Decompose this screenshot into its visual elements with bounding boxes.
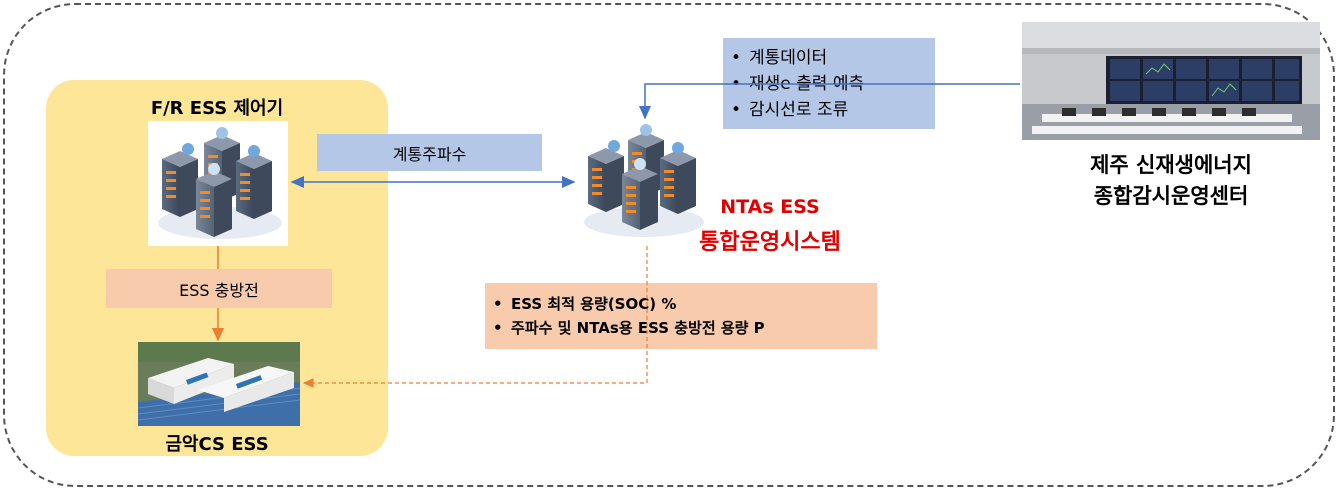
control-center-title-line1: 제주 신재생에너지: [1090, 153, 1252, 177]
control-data-arrow: [639, 83, 1020, 120]
nta-system-title-line2: 통합운영시스템: [699, 230, 841, 255]
ess-capacity-box: ESS 최적 용량(SOC) % 주파수 및 NTAs용 ESS 충방전 용량 …: [485, 283, 877, 349]
control-center-photo: [1022, 22, 1320, 140]
fr-controller-server-image: [148, 121, 288, 246]
capacity-item: ESS 최적 용량(SOC) %: [485, 292, 877, 316]
server-cluster-icon: [584, 124, 704, 237]
grid-data-item: 계통데이터: [723, 45, 935, 71]
control-room-photo: [1022, 22, 1320, 140]
control-center-title-line2: 종합감시운영센터: [1093, 184, 1249, 208]
ess-site-label: 금악CS ESS: [165, 434, 269, 455]
nta-server-image: [578, 122, 714, 240]
grid-data-item: 감시선로 조류: [723, 97, 935, 123]
outer-frame: [3, 3, 1335, 487]
ess-charge-discharge-label: ESS 충방전: [106, 269, 332, 308]
grid-frequency-label: 계통주파수: [317, 134, 542, 171]
capacity-item: 주파수 및 NTAs용 ESS 충방전 용량 P: [485, 316, 877, 340]
nta-system-title-line1: NTAs ESS: [720, 196, 820, 218]
server-cluster-icon: [158, 127, 282, 239]
ess-container-photo: [138, 342, 300, 426]
nta-to-ess-arrow: [302, 246, 648, 388]
ess-site-photo: [138, 342, 300, 426]
panel-title: F/R ESS 제어기: [150, 98, 284, 119]
